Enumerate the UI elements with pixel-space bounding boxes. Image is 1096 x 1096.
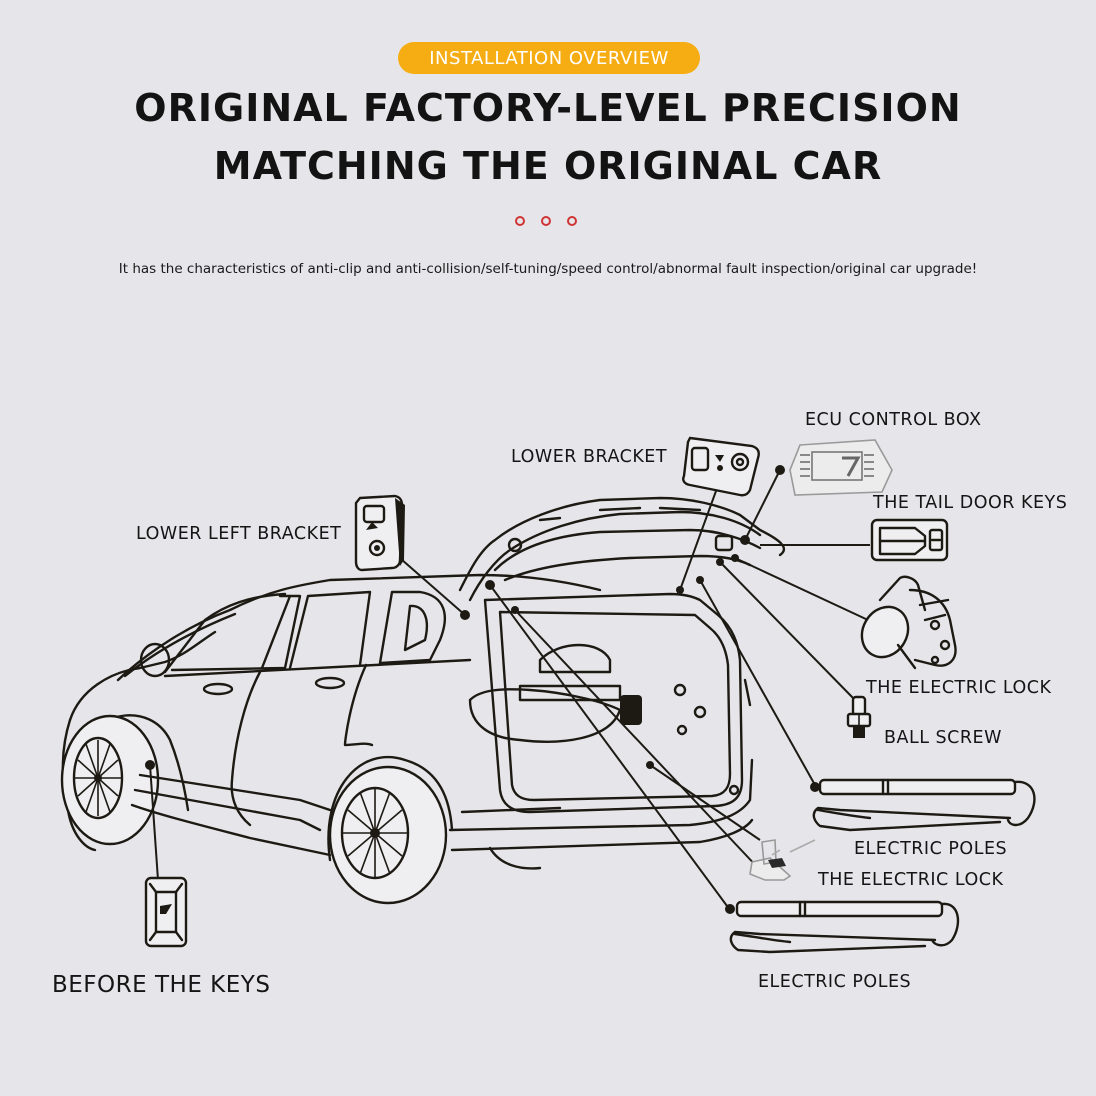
dot-icon <box>515 216 525 226</box>
headline-line-2: MATCHING THE ORIGINAL CAR <box>213 144 883 188</box>
label-ball-screw: BALL SCREW <box>884 728 1002 748</box>
label-electric-lock-lower: THE ELECTRIC LOCK <box>818 870 1004 890</box>
car-outline-icon <box>60 496 786 905</box>
label-lower-left-bracket: LOWER LEFT BRACKET <box>136 524 342 544</box>
front-tire <box>60 714 160 846</box>
strut-icon <box>725 900 960 954</box>
leader-lines <box>145 465 870 911</box>
latch-icon <box>749 839 816 881</box>
feature-tagline: It has the characteristics of anti-clip … <box>118 261 978 277</box>
key-switch-icon <box>144 876 188 948</box>
label-lower-bracket: LOWER BRACKET <box>511 447 668 467</box>
bracket-icon <box>354 494 405 572</box>
rear-tire <box>328 765 448 905</box>
bracket-icon <box>682 436 760 497</box>
headline-line-1: ORIGINAL FACTORY-LEVEL PRECISION <box>134 86 962 130</box>
tail-door-switch-icon <box>870 518 949 562</box>
dot-icon <box>567 216 577 226</box>
lock-actuator-icon <box>860 575 957 670</box>
ball-screw-icon <box>846 695 872 738</box>
label-before-the-keys: BEFORE THE KEYS <box>52 972 271 998</box>
speaker-block <box>620 695 642 725</box>
decorative-dots <box>515 216 577 226</box>
label-tail-door-keys: THE TAIL DOOR KEYS <box>873 493 1068 513</box>
section-badge: INSTALLATION OVERVIEW <box>398 42 700 74</box>
label-electric-poles-lower: ELECTRIC POLES <box>758 972 912 992</box>
dot-icon <box>541 216 551 226</box>
strut-icon <box>810 778 1036 832</box>
label-electric-poles-upper: ELECTRIC POLES <box>854 839 1008 859</box>
ecu-box-icon <box>789 439 893 496</box>
label-ecu-control-box: ECU CONTROL BOX <box>805 410 982 430</box>
label-electric-lock-upper: THE ELECTRIC LOCK <box>866 678 1052 698</box>
